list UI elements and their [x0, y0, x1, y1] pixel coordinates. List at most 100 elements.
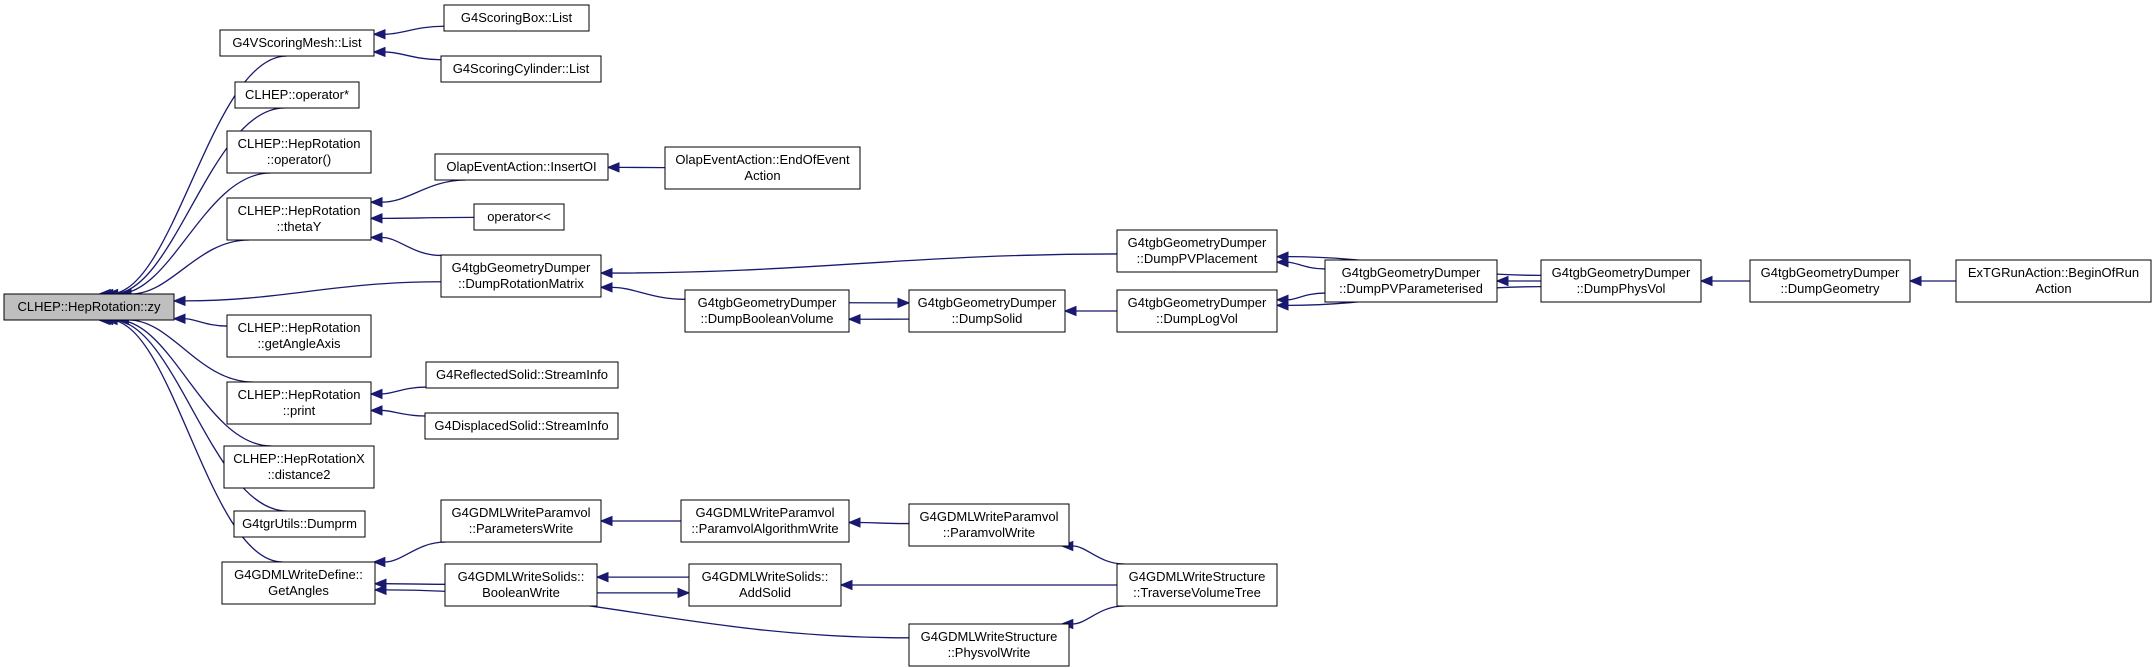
node-n_dumplogvol[interactable]: G4tgbGeometryDumper::DumpLogVol: [1116, 289, 1278, 333]
node-box-n_op_star[interactable]: [234, 81, 360, 109]
node-box-n_travvoltree[interactable]: [1116, 563, 1278, 607]
node-n_dumppvparam[interactable]: G4tgbGeometryDumper::DumpPVParameterised: [1324, 259, 1498, 303]
node-n_hr_op[interactable]: CLHEP::HepRotation::operator(): [226, 130, 372, 174]
node-box-n_getangleaxis[interactable]: [226, 314, 372, 358]
node-n_dumpsolid[interactable]: G4tgbGeometryDumper::DumpSolid: [908, 289, 1066, 333]
node-label-n_getangles-line-0: G4GDMLWriteDefine::: [234, 567, 363, 582]
node-n_dumprm[interactable]: G4tgrUtils::Dumprm: [233, 510, 366, 538]
node-n_print[interactable]: CLHEP::HepRotation::print: [226, 381, 372, 425]
node-n_getangleaxis[interactable]: CLHEP::HepRotation::getAngleAxis: [226, 314, 372, 358]
node-box-n_getangles[interactable]: [221, 561, 376, 605]
node-label-n_box_list-line-0: G4ScoringBox::List: [461, 10, 573, 25]
node-label-n_hr_op-line-1: ::operator(): [267, 152, 331, 167]
node-label-n_distance2-line-1: ::distance2: [268, 467, 331, 482]
arrowhead-n_physvolwrite-to-n_getangles: [373, 584, 387, 596]
node-box-n_box_list[interactable]: [443, 4, 590, 32]
node-label-n_dumprm-line-0: G4tgrUtils::Dumprm: [242, 516, 357, 531]
node-label-n_paramalgo-line-0: G4GDMLWriteParamvol: [696, 505, 835, 520]
node-box-n_paramwrite[interactable]: [440, 499, 602, 543]
node-n_disp_stream[interactable]: G4DisplacedSolid::StreamInfo: [424, 412, 619, 440]
node-box-n_addsolid[interactable]: [688, 563, 842, 607]
node-label-n_vsm_list-line-0: G4VScoringMesh::List: [232, 35, 362, 50]
node-label-n_getangleaxis-line-0: CLHEP::HepRotation: [238, 320, 361, 335]
node-box-n_dumprm[interactable]: [233, 510, 366, 538]
node-box-n_beginofrun[interactable]: [1955, 259, 2152, 303]
node-n_travvoltree[interactable]: G4GDMLWriteStructure::TraverseVolumeTree: [1116, 563, 1278, 607]
node-n_refl_stream[interactable]: G4ReflectedSolid::StreamInfo: [425, 361, 619, 389]
node-label-n_print-line-1: ::print: [283, 403, 316, 418]
node-n_getangles[interactable]: G4GDMLWriteDefine::GetAngles: [221, 561, 376, 605]
node-box-n_dumpsolid[interactable]: [908, 289, 1066, 333]
node-n_dumpboolvol[interactable]: G4tgbGeometryDumper::DumpBooleanVolume: [684, 289, 850, 333]
node-label-n_paramwrite-line-0: G4GDMLWriteParamvol: [452, 505, 591, 520]
node-n_dumpphysvol[interactable]: G4tgbGeometryDumper::DumpPhysVol: [1540, 259, 1702, 303]
node-box-n_hr_op[interactable]: [226, 130, 372, 174]
node-n_addsolid[interactable]: G4GDMLWriteSolids::AddSolid: [688, 563, 842, 607]
edges-layer: [97, 25, 1956, 639]
node-label-n_op_star-line-0: CLHEP::operator*: [245, 87, 349, 102]
arrowhead-n_dumpboolvol-to-n_dumprotmat: [599, 282, 613, 293]
arrowhead-n_dumpphysvol-to-n_dumplogvol: [1275, 300, 1289, 311]
node-box-n_endofevent[interactable]: [664, 146, 861, 190]
node-n_boolwrite[interactable]: G4GDMLWriteSolids::BooleanWrite: [444, 563, 598, 607]
arrowhead-n_paramwrite-to-n_getangles: [372, 556, 386, 568]
node-n_paramwrite[interactable]: G4GDMLWriteParamvol::ParametersWrite: [440, 499, 602, 543]
node-n_paramvolwrite[interactable]: G4GDMLWriteParamvol::ParamvolWrite: [908, 503, 1070, 547]
node-n_physvolwrite[interactable]: G4GDMLWriteStructure::PhysvolWrite: [908, 623, 1070, 667]
node-box-n_dumprotmat[interactable]: [440, 254, 602, 298]
node-root[interactable]: CLHEP::HepRotation::zy: [3, 293, 175, 321]
node-box-n_distance2[interactable]: [223, 445, 375, 489]
edge-n_travvoltree-to-n_physvolwrite: [1072, 605, 1125, 625]
node-label-n_dumplogvol-line-0: G4tgbGeometryDumper: [1128, 295, 1267, 310]
arrowhead-n_dumppvplace-to-n_dumprotmat: [599, 267, 613, 279]
node-box-root[interactable]: [3, 293, 175, 321]
node-box-n_dumpboolvol[interactable]: [684, 289, 850, 333]
edge-n_paramwrite-to-n_getangles: [384, 541, 446, 563]
node-box-n_dumplogvol[interactable]: [1116, 289, 1278, 333]
arrowhead-n_endofevent-to-n_insertoi: [606, 162, 620, 173]
node-n_dumppvplace[interactable]: G4tgbGeometryDumper::DumpPVPlacement: [1116, 229, 1278, 273]
node-n_dumprotmat[interactable]: G4tgbGeometryDumper::DumpRotationMatrix: [440, 254, 602, 298]
arrowhead-n_dumprotmat-to-n_thetaY: [369, 232, 383, 243]
node-box-n_physvolwrite[interactable]: [908, 623, 1070, 667]
node-n_insertoi[interactable]: OlapEventAction::InsertOI: [434, 153, 609, 181]
arrowhead-n_paramalgo-to-n_paramwrite: [599, 515, 613, 527]
nodes-layer: CLHEP::HepRotation::zy G4VScoringMesh::Li…: [3, 4, 2152, 667]
node-n_thetaY[interactable]: CLHEP::HepRotation::thetaY: [226, 197, 372, 241]
node-label-n_oplshift-line-0: operator<<: [487, 209, 551, 224]
node-n_op_star[interactable]: CLHEP::operator*: [234, 81, 360, 109]
node-box-n_cyl_list[interactable]: [440, 55, 602, 83]
node-n_distance2[interactable]: CLHEP::HepRotationX::distance2: [223, 445, 375, 489]
node-box-n_paramalgo[interactable]: [680, 499, 850, 543]
node-label-n_insertoi-line-0: OlapEventAction::InsertOI: [446, 159, 596, 174]
node-box-n_dumppvparam[interactable]: [1324, 259, 1498, 303]
node-n_cyl_list[interactable]: G4ScoringCylinder::List: [440, 55, 602, 83]
node-n_box_list[interactable]: G4ScoringBox::List: [443, 4, 590, 32]
node-box-n_oplshift[interactable]: [473, 203, 565, 231]
node-box-n_thetaY[interactable]: [226, 197, 372, 241]
arrowhead-n_refl_stream-to-n_print: [369, 388, 383, 400]
node-label-n_boolwrite-line-1: BooleanWrite: [482, 585, 560, 600]
node-n_paramalgo[interactable]: G4GDMLWriteParamvol::ParamvolAlgorithmWr…: [680, 499, 850, 543]
node-label-n_dumpphysvol-line-1: ::DumpPhysVol: [1577, 281, 1666, 296]
node-n_oplshift[interactable]: operator<<: [473, 203, 565, 231]
node-n_vsm_list[interactable]: G4VScoringMesh::List: [219, 29, 375, 57]
edge-n_travvoltree-to-n_paramvolwrite: [1072, 545, 1125, 565]
arrowhead-n_dumpgeom-to-n_dumpphysvol: [1699, 275, 1713, 287]
node-box-n_boolwrite[interactable]: [444, 563, 598, 607]
node-box-n_vsm_list[interactable]: [219, 29, 375, 57]
node-box-n_dumpgeom[interactable]: [1749, 259, 1911, 303]
node-box-n_dumpphysvol[interactable]: [1540, 259, 1702, 303]
node-label-n_refl_stream-line-0: G4ReflectedSolid::StreamInfo: [436, 367, 608, 382]
node-box-n_refl_stream[interactable]: [425, 361, 619, 389]
node-box-n_insertoi[interactable]: [434, 153, 609, 181]
node-box-n_print[interactable]: [226, 381, 372, 425]
node-n_dumpgeom[interactable]: G4tgbGeometryDumper::DumpGeometry: [1749, 259, 1911, 303]
node-label-n_dumplogvol-line-1: ::DumpLogVol: [1156, 311, 1238, 326]
node-label-n_beginofrun-line-1: Action: [2035, 281, 2071, 296]
node-box-n_disp_stream[interactable]: [424, 412, 619, 440]
node-box-n_dumppvplace[interactable]: [1116, 229, 1278, 273]
node-box-n_paramvolwrite[interactable]: [908, 503, 1070, 547]
